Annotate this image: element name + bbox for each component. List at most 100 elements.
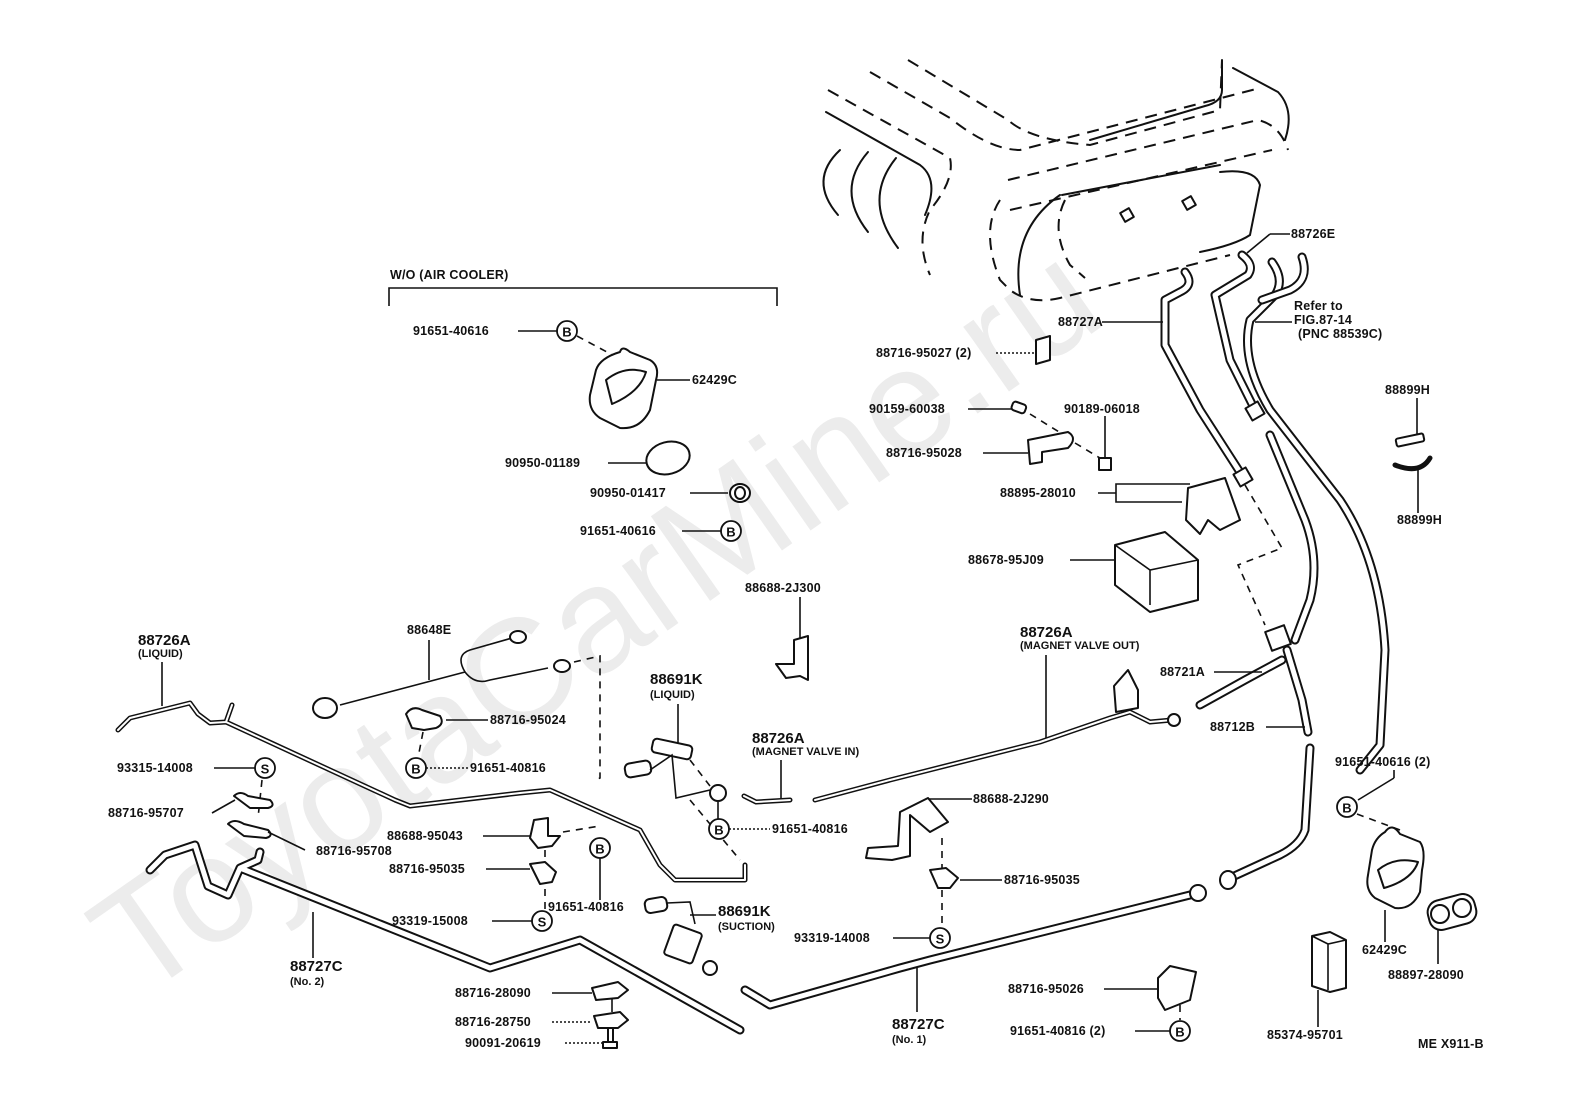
- part-label[interactable]: 88716-28090: [455, 986, 531, 1000]
- clamp-icon: [529, 861, 557, 885]
- part-label[interactable]: 88726A: [1020, 624, 1073, 641]
- clip-icon: [1392, 455, 1433, 472]
- part-label[interactable]: 88726A: [138, 632, 191, 649]
- part-label[interactable]: 90189-06018: [1064, 402, 1140, 416]
- screw-symbol: S: [254, 757, 276, 779]
- part-label[interactable]: 88688-2J290: [973, 792, 1049, 806]
- part-label[interactable]: 88716-95024: [490, 713, 566, 727]
- wire-harness: [339, 637, 513, 706]
- screw-symbol: S: [531, 910, 553, 932]
- bolt-symbol: B: [708, 818, 730, 840]
- part-label[interactable]: 88691K: [718, 903, 771, 920]
- part-label[interactable]: 88716-95035: [389, 862, 465, 876]
- fitting-icon: [1219, 870, 1237, 890]
- svg-text:S: S: [936, 932, 945, 947]
- part-label[interactable]: 91651-40816: [548, 900, 624, 914]
- part-label[interactable]: 90950-01417: [590, 486, 666, 500]
- svg-text:B: B: [562, 325, 571, 340]
- magnet-valve-liquid-icon: [623, 737, 727, 802]
- part-label[interactable]: 88716-95026: [1008, 982, 1084, 996]
- diagram-code: ME X911-B: [1418, 1037, 1484, 1051]
- part-label[interactable]: 91651-40816: [772, 822, 848, 836]
- part-label[interactable]: 88899H: [1397, 513, 1442, 527]
- part-label[interactable]: 88688-95043: [387, 829, 463, 843]
- part-label[interactable]: 93319-14008: [794, 931, 870, 945]
- fitting-icon: [1244, 400, 1266, 422]
- liquid-pipe: [115, 700, 748, 883]
- clamp-icon: [405, 707, 443, 731]
- part-label[interactable]: 62429C: [692, 373, 737, 387]
- part-label[interactable]: 88712B: [1210, 720, 1255, 734]
- plug-icon: [645, 440, 691, 476]
- part-label[interactable]: 91651-40616: [580, 524, 656, 538]
- clamp-icon: [227, 820, 272, 839]
- bracket-icon: [529, 817, 561, 849]
- part-label[interactable]: 88895-28010: [1000, 486, 1076, 500]
- part-label[interactable]: 62429C: [1362, 943, 1407, 957]
- svg-text:S: S: [261, 762, 270, 777]
- part-label[interactable]: 88688-2J300: [745, 581, 821, 595]
- part-label[interactable]: 93315-14008: [117, 761, 193, 775]
- part-label[interactable]: 90159-60038: [869, 402, 945, 416]
- part-label[interactable]: 88716-28750: [455, 1015, 531, 1029]
- connector-icon: [553, 659, 571, 673]
- clamp-icon: [1157, 965, 1197, 1011]
- magnet-valve-suction-icon: [643, 895, 718, 976]
- bolt-symbol: B: [405, 757, 427, 779]
- bolt-symbol: B: [1336, 796, 1358, 818]
- part-label[interactable]: 88727C: [892, 1016, 945, 1033]
- part-label[interactable]: 88721A: [1160, 665, 1205, 679]
- svg-text:B: B: [411, 762, 420, 777]
- part-label[interactable]: 88727C: [290, 958, 343, 975]
- part-label[interactable]: 88691K: [650, 671, 703, 688]
- svg-text:B: B: [714, 823, 723, 838]
- grille-cover-icon: [1366, 826, 1425, 910]
- part-label[interactable]: 88716-95035: [1004, 873, 1080, 887]
- refer-note[interactable]: FIG.87-14: [1294, 313, 1352, 327]
- plug-icon: [1426, 892, 1478, 932]
- part-label[interactable]: 88897-28090: [1388, 968, 1464, 982]
- svg-text:B: B: [595, 842, 604, 857]
- grille-cover-icon: [588, 347, 659, 430]
- connector-icon: [312, 697, 338, 719]
- part-label[interactable]: 85374-95701: [1267, 1028, 1343, 1042]
- sensor-block-icon: [1311, 931, 1347, 993]
- part-label[interactable]: 91651-40816: [470, 761, 546, 775]
- hose-group: [1160, 250, 1390, 890]
- part-label[interactable]: 88899H: [1385, 383, 1430, 397]
- bolt-symbol: B: [589, 837, 611, 859]
- part-label[interactable]: 88716-95707: [108, 806, 184, 820]
- part-label[interactable]: 88727A: [1058, 315, 1103, 329]
- part-label[interactable]: 91651-40616: [413, 324, 489, 338]
- part-label[interactable]: 88726A: [752, 730, 805, 747]
- part-sublabel: (LIQUID): [650, 689, 695, 701]
- part-label[interactable]: 88648E: [407, 623, 451, 637]
- nut-icon: [1098, 457, 1112, 471]
- part-label[interactable]: 91651-40816 (2): [1010, 1024, 1105, 1038]
- grommet-icon: [729, 483, 751, 503]
- evaporator-housing: [822, 59, 1290, 302]
- svg-text:S: S: [538, 915, 547, 930]
- part-label[interactable]: 88716-95027 (2): [876, 346, 971, 360]
- part-label[interactable]: 88716-95028: [886, 446, 962, 460]
- refer-note: (PNC 88539C): [1298, 327, 1382, 341]
- fitting-icon: [1119, 195, 1197, 223]
- part-sublabel: (No. 1): [892, 1034, 927, 1046]
- magnet-valve-out-pipe: [812, 669, 1181, 803]
- svg-text:B: B: [1175, 1025, 1184, 1040]
- svg-text:B: B: [1342, 801, 1351, 816]
- part-label[interactable]: 88678-95J09: [968, 553, 1044, 567]
- clamp-icon: [1027, 431, 1074, 465]
- part-label[interactable]: 88716-95708: [316, 844, 392, 858]
- part-label[interactable]: 88726E: [1291, 227, 1335, 241]
- part-sublabel: (MAGNET VALVE IN): [752, 746, 859, 758]
- part-sublabel: (No. 2): [290, 976, 325, 988]
- screw-symbol: S: [929, 927, 951, 949]
- part-label[interactable]: 91651-40616 (2): [1335, 755, 1430, 769]
- part-label[interactable]: 93319-15008: [392, 914, 468, 928]
- part-label[interactable]: 90950-01189: [505, 456, 580, 470]
- suction-pipe-no2: [145, 840, 745, 1035]
- part-label[interactable]: 90091-20619: [465, 1036, 541, 1050]
- fitting-icon: [1232, 466, 1254, 488]
